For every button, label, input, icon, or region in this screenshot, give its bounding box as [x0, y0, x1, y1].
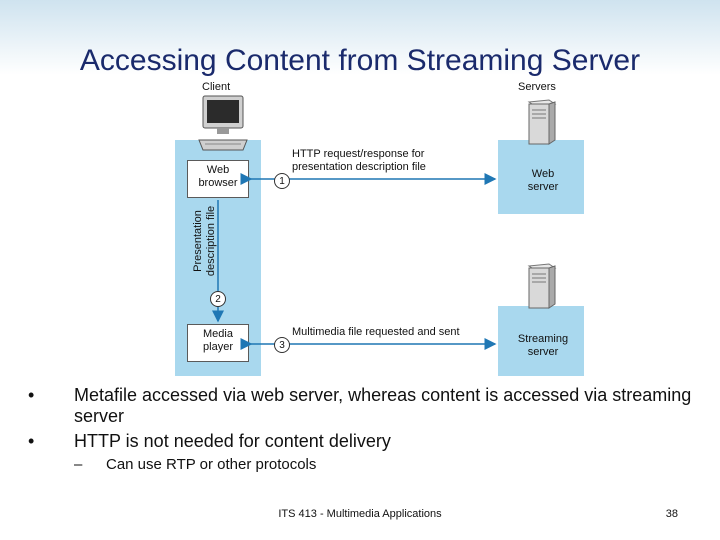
media-player-box: Media player	[187, 324, 249, 362]
media-player-line2: player	[203, 341, 233, 353]
presentation-description-label: Presentation description file	[192, 191, 218, 291]
bullet-list: • Metafile accessed via web server, wher…	[28, 385, 698, 474]
web-server-panel	[498, 140, 584, 214]
sub-bullet-item: – Can use RTP or other protocols	[28, 456, 698, 474]
web-server-line2: server	[527, 181, 559, 193]
bullet-item: • HTTP is not needed for content deliver…	[28, 431, 698, 452]
step-3-label: Multimedia file requested and sent	[292, 326, 460, 338]
vertical-line2: description file	[205, 205, 217, 277]
bullet-item: • Metafile accessed via web server, wher…	[28, 385, 698, 427]
bullet-text: Metafile accessed via web server, wherea…	[74, 385, 692, 426]
client-label: Client	[202, 81, 231, 93]
web-server-label: Web server	[513, 168, 573, 194]
web-server-line1: Web	[531, 168, 555, 180]
streaming-diagram: Client Servers Web browser Media player	[135, 78, 595, 378]
slide-footer: ITS 413 - Multimedia Applications	[278, 508, 442, 520]
servers-label: Servers	[518, 81, 556, 93]
bullet-marker: •	[28, 385, 35, 405]
bullet-marker: •	[28, 431, 35, 451]
web-browser-line1: Web	[206, 164, 230, 176]
sub-bullet-marker: –	[74, 456, 83, 473]
client-computer-icon	[198, 95, 248, 151]
step-1-line2: presentation description file	[292, 161, 426, 173]
web-server-icon	[527, 99, 557, 145]
web-browser-box: Web browser	[187, 160, 249, 198]
step-3-marker: 3	[274, 337, 290, 353]
vertical-line1: Presentation	[192, 210, 204, 272]
slide-title: Accessing Content from Streaming Server	[79, 44, 641, 77]
step-2-marker: 2	[210, 291, 226, 307]
page-number: 38	[665, 508, 678, 520]
bullet-text: HTTP is not needed for content delivery	[74, 431, 391, 451]
web-browser-line2: browser	[198, 177, 238, 189]
streaming-server-label: Streaming server	[505, 333, 581, 359]
streaming-server-line2: server	[527, 346, 559, 358]
streaming-server-panel	[498, 306, 584, 376]
media-player-line1: Media	[203, 328, 233, 340]
streaming-server-line1: Streaming	[517, 333, 569, 345]
streaming-server-icon	[527, 263, 557, 309]
step-1-line1: HTTP request/response for	[292, 148, 425, 160]
step-1-marker: 1	[274, 173, 290, 189]
sub-bullet-text: Can use RTP or other protocols	[106, 456, 317, 473]
